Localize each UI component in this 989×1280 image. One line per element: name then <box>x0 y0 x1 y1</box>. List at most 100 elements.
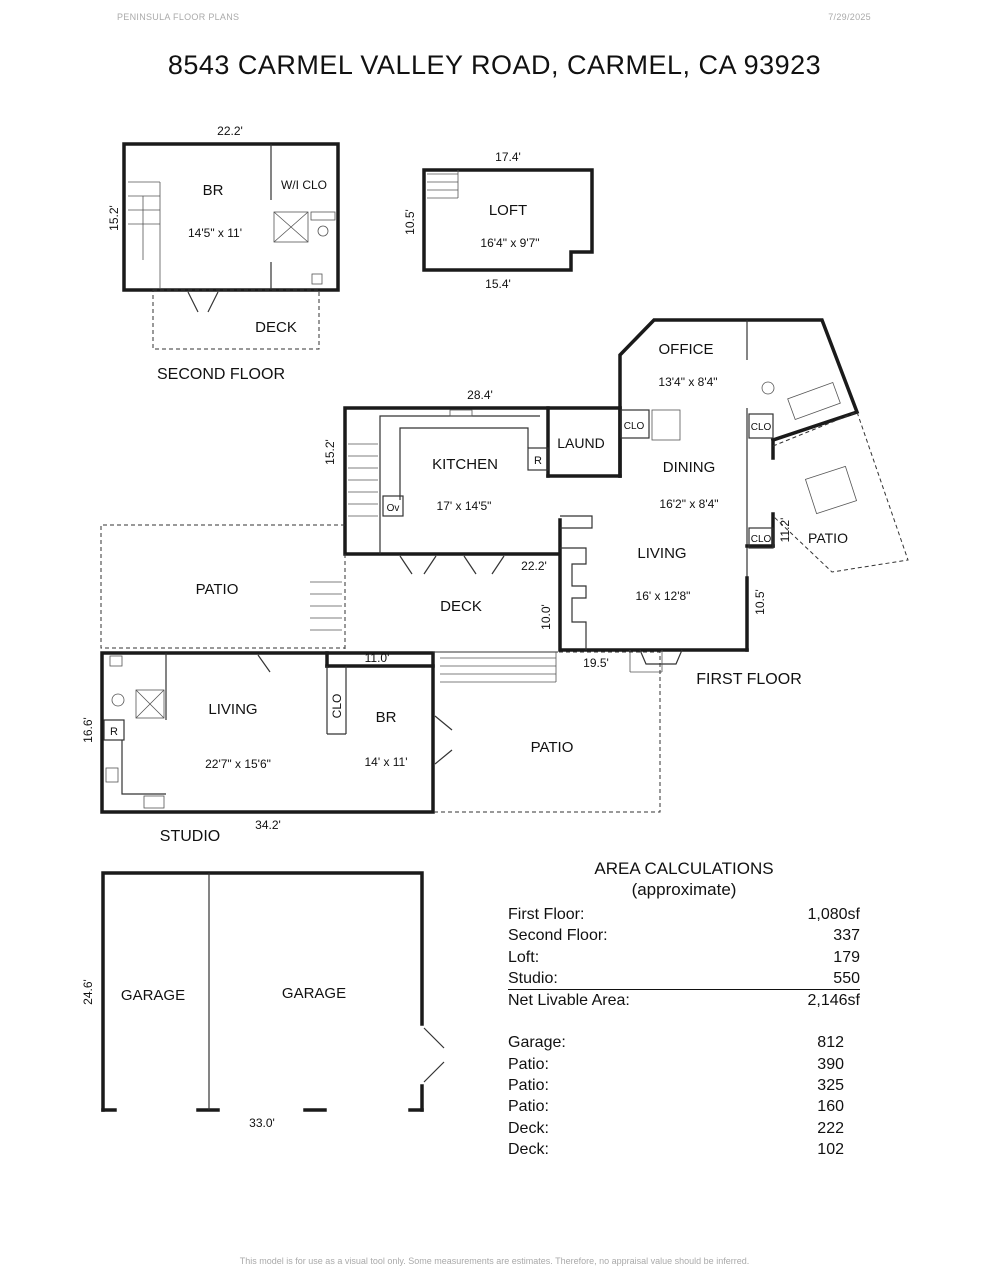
stairs-loft <box>427 170 459 199</box>
area-value: 222 <box>817 1119 844 1137</box>
dim-second-floor-width: 22.2' <box>217 124 243 138</box>
area-title-line1: AREA CALCULATIONS <box>594 859 774 878</box>
room-label-wi-closet: W/I CLO <box>281 178 327 192</box>
room-label-studio-br: BR <box>376 709 397 726</box>
refrigerator-label: R <box>534 455 542 467</box>
closet-label-office: CLO <box>751 422 772 433</box>
kitchen-island <box>399 427 529 500</box>
studio-shower <box>135 689 165 719</box>
area-row: Second Floor:337 <box>508 925 860 946</box>
dim-studio-top: 11.0' <box>365 651 390 665</box>
area-label: Patio: <box>508 1098 549 1116</box>
room-label-living: LIVING <box>637 545 686 562</box>
living-built-in <box>560 547 587 650</box>
dim-patio-right: 11.2' <box>778 518 792 543</box>
room-size-studio-br: 14' x 11' <box>364 755 407 769</box>
patio-fixture <box>804 465 858 515</box>
dim-loft-bottom: 15.4' <box>485 277 511 291</box>
room-label-loft: LOFT <box>489 202 527 219</box>
second-floor-plan: 22.2' 15.2' BR 14'5" x 11' W/I CLO DECK … <box>107 124 340 383</box>
dim-studio-width: 34.2' <box>255 818 281 832</box>
first-floor-plan: Ov R <box>100 318 909 688</box>
area-title-line2: (approximate) <box>631 880 737 899</box>
room-label-garage-1: GARAGE <box>121 987 185 1004</box>
area-calculations-title: AREA CALCULATIONS (approximate) <box>508 858 860 900</box>
room-size-br-second: 14'5" x 11' <box>188 226 242 240</box>
area-calculations-table: AREA CALCULATIONS (approximate) First Fl… <box>508 858 860 1160</box>
studio-walls <box>100 651 435 814</box>
dim-kitchen-height: 15.2' <box>323 439 337 465</box>
room-label-dining: DINING <box>663 459 716 476</box>
studio-refrigerator-label: R <box>110 726 118 738</box>
studio-br-door <box>434 715 453 765</box>
net-livable-row: Net Livable Area: 2,146sf <box>508 989 860 1011</box>
area-row: Deck:102 <box>508 1139 860 1160</box>
area-label: Patio: <box>508 1055 549 1073</box>
studio-vanity <box>109 655 123 667</box>
room-size-loft: 16'4" x 9'7" <box>480 236 539 250</box>
dim-garage-height: 24.6' <box>81 979 95 1005</box>
kitchen-walls <box>343 406 622 556</box>
loft-plan: 17.4' 10.5' 15.4' LOFT 16'4" x 9'7" <box>403 150 594 291</box>
area-row: Patio:160 <box>508 1096 860 1117</box>
closet-office <box>748 413 774 439</box>
deck-second-floor-outline <box>152 289 320 350</box>
studio-toilet <box>111 693 125 707</box>
office-walls <box>618 318 860 478</box>
room-label-kitchen: KITCHEN <box>432 456 498 473</box>
living-walls <box>558 518 749 652</box>
room-label-patio-left: PATIO <box>196 581 239 598</box>
dim-loft-height: 10.5' <box>403 209 417 235</box>
stairs-second-floor <box>128 181 161 288</box>
deck-stairs <box>310 581 342 631</box>
company-name: PENINSULA FLOOR PLANS <box>117 12 240 22</box>
garage-walls <box>101 871 424 1112</box>
oven <box>382 495 404 517</box>
area-value: 390 <box>817 1055 844 1073</box>
area-label: Second Floor: <box>508 927 608 945</box>
deck-doors <box>399 555 505 575</box>
closet-label-dining: CLO <box>624 421 645 432</box>
living-fireplace-top <box>560 515 593 529</box>
dim-studio-height: 16.6' <box>81 717 95 743</box>
kitchen-sink <box>449 409 473 417</box>
net-livable-value: 2,146sf <box>807 992 860 1010</box>
closet-label-studio: CLO <box>330 694 344 719</box>
toilet-fixture <box>317 225 329 237</box>
room-size-dining: 16'2" x 8'4" <box>659 497 718 511</box>
room-label-garage-2: GARAGE <box>282 985 346 1002</box>
patio-right-outline <box>772 411 909 573</box>
room-label-patio-right: PATIO <box>808 530 848 546</box>
area-row: Garage:812 <box>508 1032 860 1053</box>
studio-stove <box>143 795 165 809</box>
studio-refrigerator <box>103 719 125 741</box>
area-value: 102 <box>817 1140 844 1158</box>
dim-second-floor-height: 15.2' <box>107 205 121 231</box>
closet-label-living: CLO <box>751 534 772 545</box>
floor-label-second-floor: SECOND FLOOR <box>157 366 285 383</box>
vent-fixture <box>311 273 323 285</box>
area-row: Loft:179 <box>508 947 860 968</box>
area-row: Patio: 390 <box>508 1054 860 1075</box>
loft-walls <box>422 168 594 272</box>
oven-label: Ov <box>387 503 400 514</box>
kitchen-counter <box>379 415 540 554</box>
area-row: Studio:550 <box>508 968 860 989</box>
room-label-office: OFFICE <box>659 341 714 358</box>
area-value: 550 <box>833 969 860 987</box>
studio-sink <box>105 767 119 783</box>
area-value: 1,080sf <box>807 906 860 923</box>
closet-dining <box>620 409 650 439</box>
garage-side-door <box>423 1027 445 1083</box>
room-size-kitchen: 17' x 14'5" <box>437 499 492 513</box>
area-value: 325 <box>817 1077 844 1095</box>
second-floor-walls <box>122 142 340 292</box>
net-livable-label: Net Livable Area: <box>508 992 630 1010</box>
dim-kitchen-width: 28.4' <box>467 388 493 402</box>
area-label: Garage: <box>508 1034 566 1052</box>
area-value: 179 <box>833 948 860 966</box>
stairs-first-floor <box>348 443 378 517</box>
dining-sliding-door <box>651 409 681 441</box>
area-row: Patio:325 <box>508 1075 860 1096</box>
